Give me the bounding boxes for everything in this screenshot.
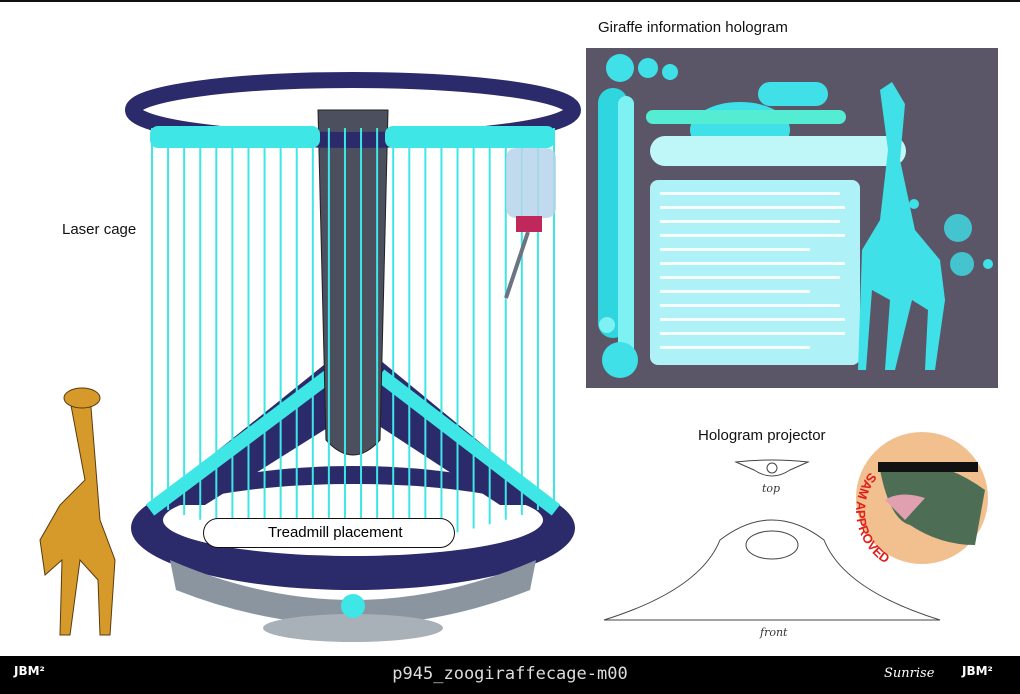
projector-sketch	[603, 459, 941, 621]
footer-bar: JBM² p945_zoogiraffecage-m00 Sunrise JBM…	[0, 656, 1020, 694]
treadmill-placement-area: Treadmill placement	[203, 518, 455, 548]
sketch-top-label: top	[762, 482, 781, 495]
hologram-panel	[586, 48, 998, 388]
treadmill-label: Treadmill placement	[268, 524, 403, 541]
file-name: p945_zoogiraffecage-m00	[392, 664, 628, 684]
sam-approved-badge	[856, 432, 988, 564]
badge-label: SAM APPROVED	[856, 470, 892, 564]
sunrise-logo: Sunrise	[884, 666, 935, 681]
hologram-giraffe	[858, 82, 945, 370]
projector-label: Hologram projector	[698, 427, 826, 444]
laser-cage-label: Laser cage	[62, 221, 137, 238]
badge-text: SAM APPROVED	[856, 470, 892, 564]
jbm-logo-left: JBM²	[14, 664, 45, 678]
sketch-front-label: front	[760, 626, 788, 639]
giraffe-illustration	[39, 387, 116, 636]
laser-cage	[125, 72, 581, 642]
hologram-title: Giraffe information hologram	[598, 19, 788, 36]
jbm-logo-right: JBM²	[962, 664, 993, 678]
top-border	[0, 0, 1020, 2]
svg-text:SAM APPROVED: SAM APPROVED	[856, 470, 892, 564]
